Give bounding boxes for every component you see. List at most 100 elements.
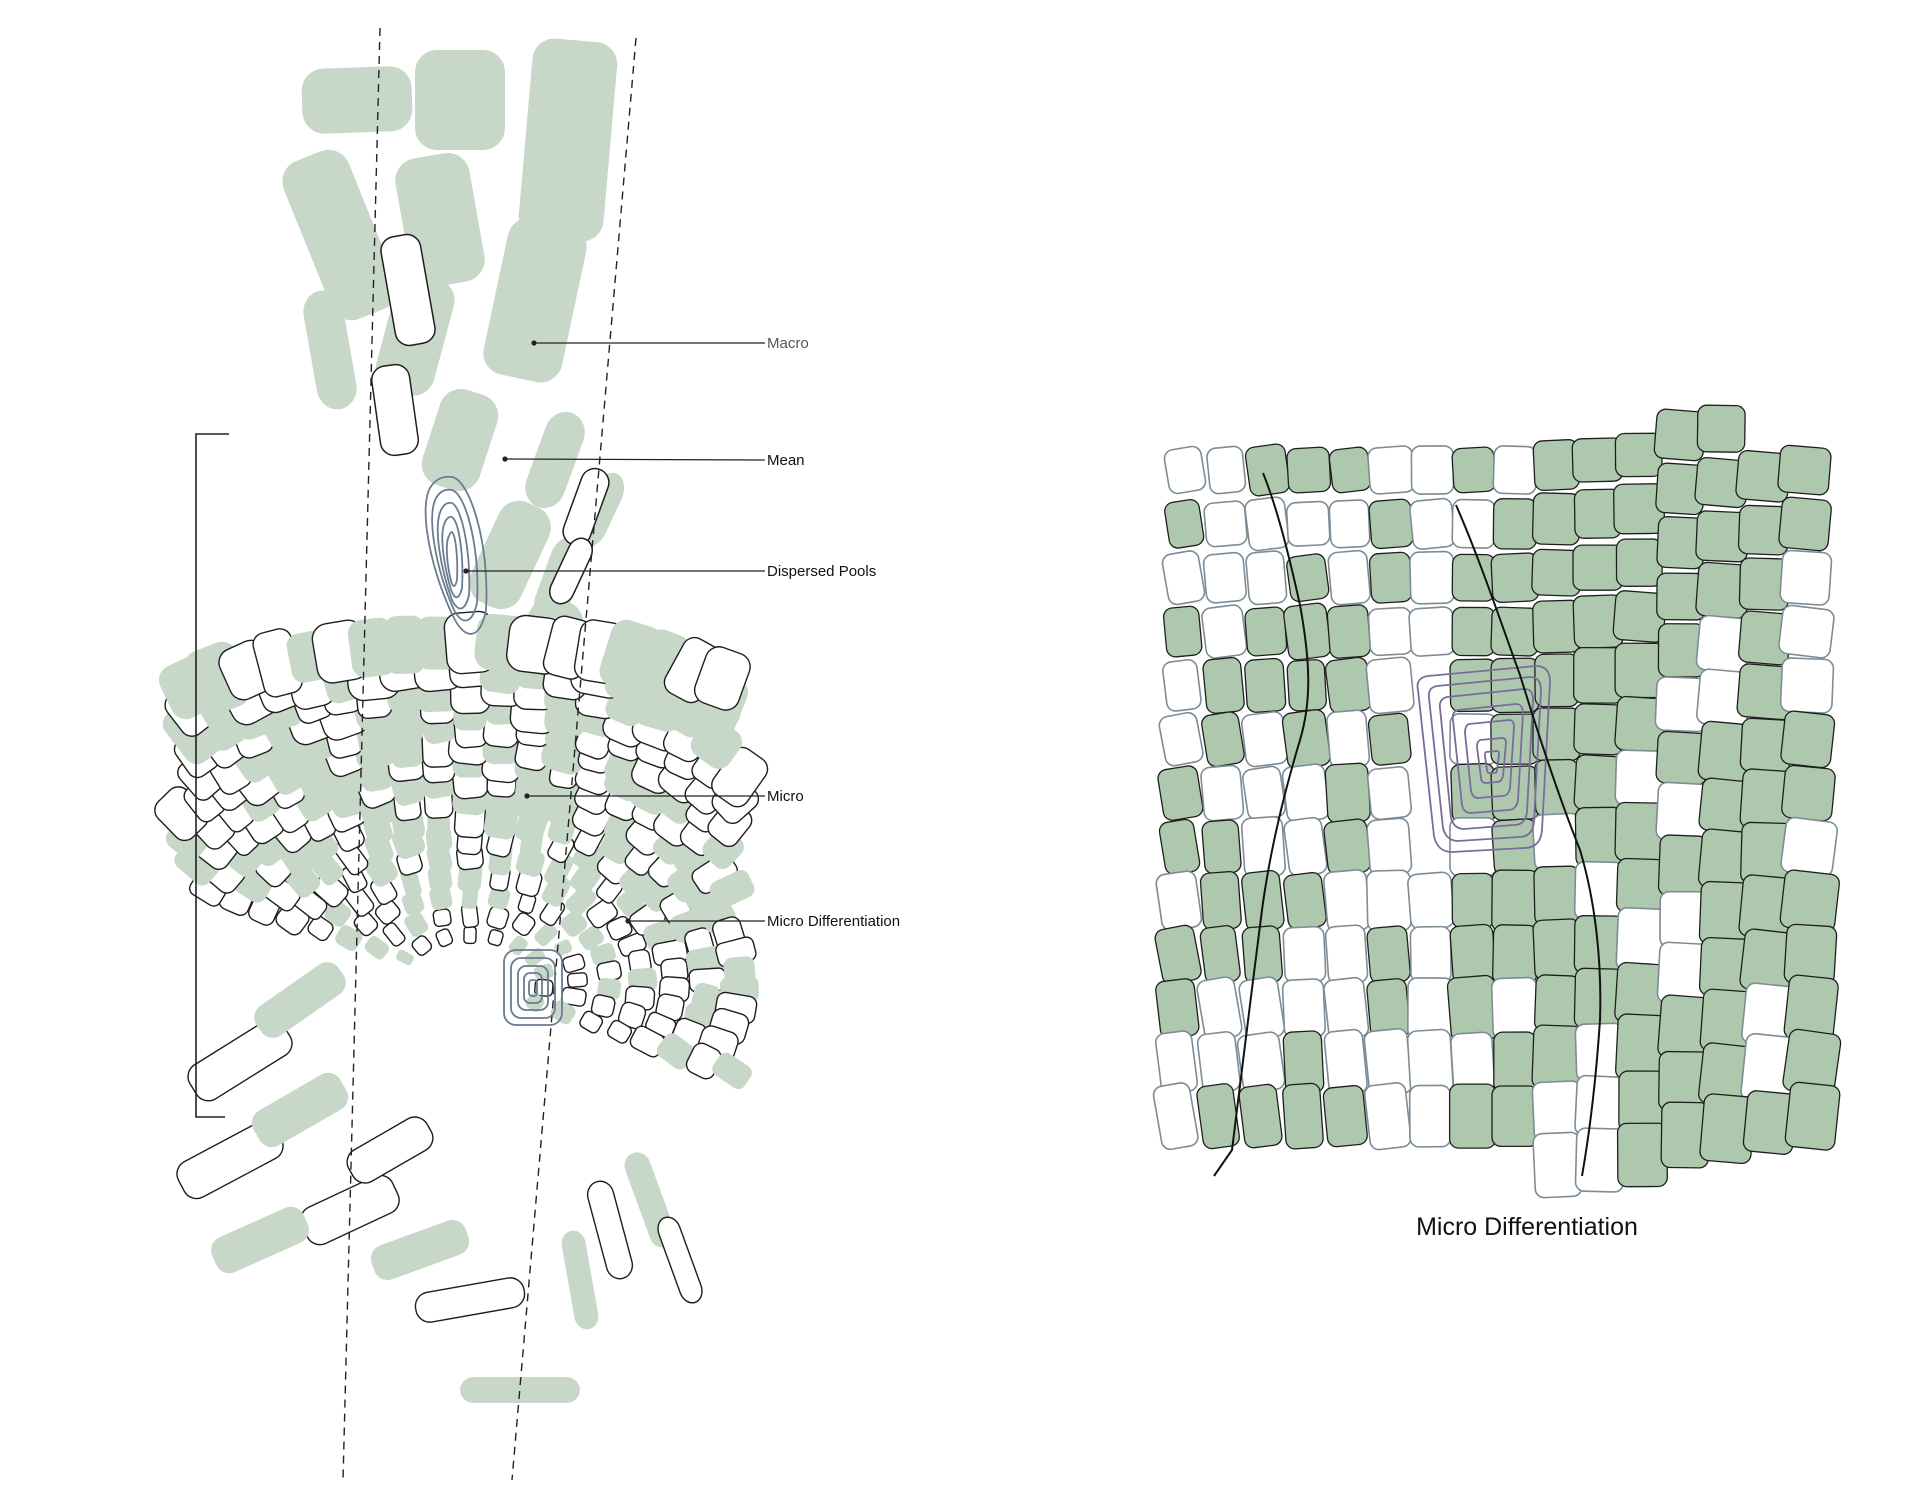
dispersed-pool-upper [424,475,488,635]
grid-cell [1155,870,1203,932]
grid-cell [1451,446,1496,494]
grid-cell [415,50,505,150]
grid-cell [1492,498,1538,550]
grid-cell [1490,765,1540,821]
grid-cell [712,1052,752,1090]
grid-cell [395,949,414,966]
grid-cell [1410,445,1455,495]
grid-cell [590,994,616,1018]
grid-cell [384,615,425,674]
grid-cell [1368,551,1413,604]
grid-cell [301,66,413,134]
grid-cell [1158,711,1204,767]
grid-cell [1163,445,1207,495]
axis-line-left [342,27,381,1481]
grid-cell [533,963,554,981]
grid-cell [518,38,618,242]
grid-cell [282,149,398,321]
grid-cell [1780,710,1836,769]
grid-cell [1162,659,1202,712]
grid-cell [1199,925,1241,985]
grid-cell [1491,869,1539,933]
grid-cell [586,898,618,929]
grid-cell [421,388,499,492]
dispersed-pool-lower [503,949,563,1026]
grid-cell [566,972,588,988]
grid-cell [511,912,536,937]
grid-cell [1784,1081,1841,1151]
grid-cell [1531,812,1582,872]
label-micro-differentiation: Micro Differentiation [767,913,900,930]
grid-cell [1283,816,1328,877]
grid-cell [1408,606,1456,657]
grid-cell [211,1206,309,1274]
right-cell-field [1152,404,1842,1199]
grid-cell [1202,551,1247,604]
grid-cell [606,915,633,941]
grid-cell [1327,549,1371,606]
grid-cell [1451,498,1496,549]
grid-cell [1203,500,1248,548]
label-macro: Macro [767,335,809,352]
grid-cell [1615,538,1663,587]
grid-cell [1778,496,1832,552]
grid-cell [1201,819,1242,875]
scale-bracket [195,433,229,1118]
grid-cell [432,908,452,928]
grid-cell [1201,711,1245,768]
grid-cell [1409,550,1456,605]
grid-cell [1328,499,1371,549]
grid-cell [1366,817,1413,877]
grid-cell [1780,816,1839,878]
grid-cell [1616,1122,1668,1188]
grid-cell [1199,870,1242,931]
grid-cell [401,891,425,915]
grid-cell [370,1219,470,1281]
grid-cell [1286,553,1330,603]
label-dispersed-pools: Dispersed Pools [767,563,876,580]
grid-cell [1493,1031,1537,1094]
grid-cell [346,1116,434,1184]
grid-cell [1324,924,1369,985]
grid-cell [1779,869,1840,933]
grid-cell [380,233,436,347]
grid-cell [656,1033,695,1070]
grid-cell [251,1072,349,1148]
grid-cell [1281,709,1331,770]
grid-cell [1532,1131,1583,1199]
grid-cell [1367,712,1412,766]
grid-cell [1326,604,1371,659]
grid-cell [254,962,346,1038]
grid-cell [1281,763,1330,823]
boundary-line-left [1213,472,1310,1177]
axis-line-right [511,37,637,1481]
grid-cell [693,646,751,711]
grid-cell [1451,606,1496,657]
label-micro: Micro [767,788,804,805]
caption-micro-differentiation: Micro Differentiation [1416,1213,1638,1241]
grid-cell [1533,865,1581,927]
grid-cell [554,939,573,957]
grid-cell [1324,656,1373,714]
grid-cell [561,1230,599,1330]
grid-cell [347,617,397,678]
grid-cell [1323,869,1371,933]
grid-cell [606,1019,633,1044]
grid-cell [1368,498,1414,550]
grid-cell [1162,605,1203,658]
leader-micro [524,793,765,799]
grid-cell [1240,815,1286,878]
grid-cell [1281,978,1326,1039]
grid-cell [1779,549,1833,606]
left-cell-field [154,38,769,1403]
grid-cell [1779,657,1835,714]
grid-cell [469,500,551,610]
grid-cell [1451,553,1496,602]
grid-cell [382,922,406,947]
grid-cell [364,936,390,960]
grid-cell [1206,445,1247,495]
grid-cell [463,925,477,945]
grid-cell [1451,872,1495,929]
grid-cell [1367,445,1416,495]
